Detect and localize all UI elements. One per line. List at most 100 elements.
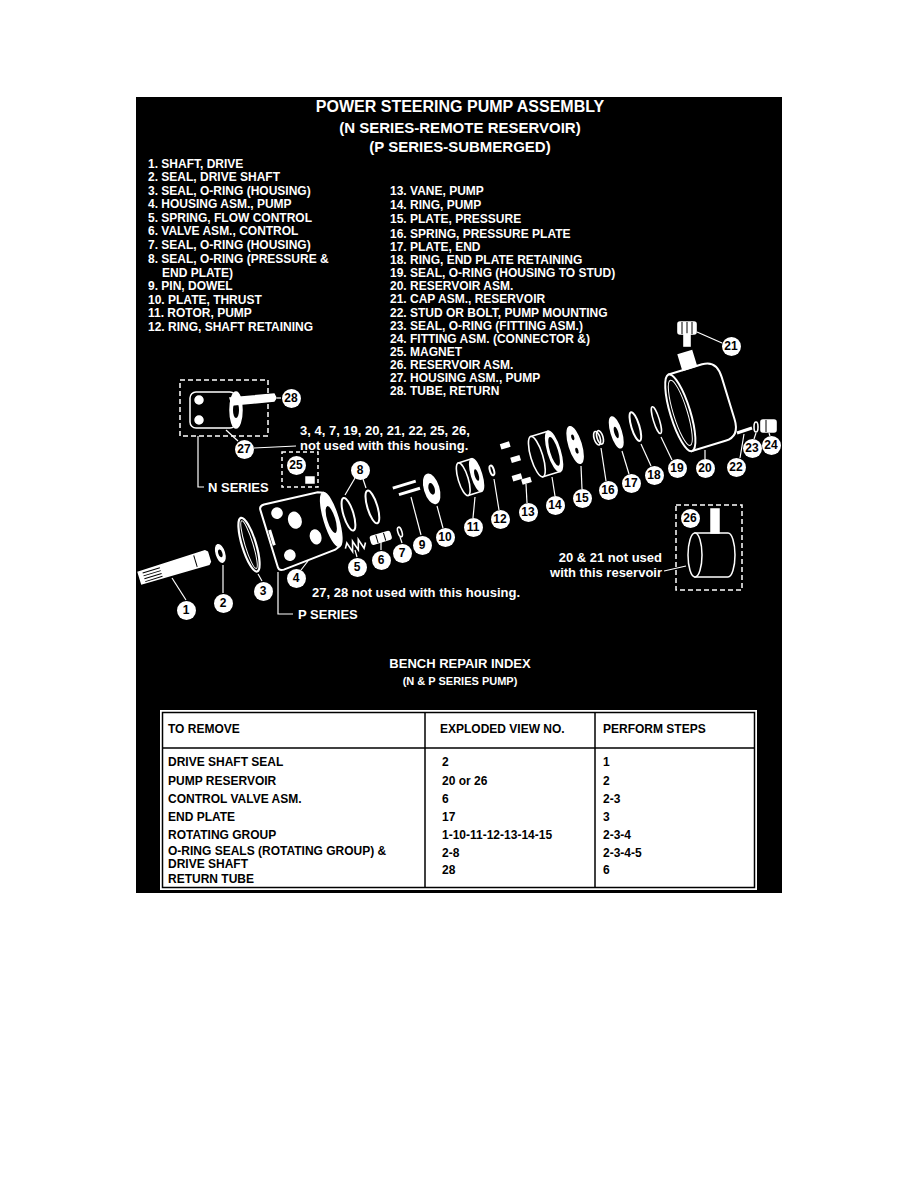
callout-number: 21 [722, 337, 741, 356]
table-grid [162, 747, 755, 749]
leader-lines [494, 479, 499, 510]
leader-lines [222, 565, 223, 593]
table-cell: 20 or 26 [442, 774, 487, 788]
part-list-item: 19. SEAL, O-RING (HOUSING TO STUD) [390, 267, 615, 281]
pump-parts [473, 469, 480, 482]
right-parts [687, 322, 688, 334]
callout-number: 6 [372, 551, 391, 570]
pump-parts [287, 511, 303, 530]
leader-lines [622, 451, 629, 474]
part-list-item: 28. TUBE, RETURN [390, 385, 499, 399]
pump-parts [659, 372, 702, 454]
pump-parts [238, 520, 260, 570]
table-grid [424, 712, 426, 888]
table-cell: TO REMOVE [168, 722, 240, 736]
pump-parts [613, 426, 620, 439]
n-series-inset [230, 394, 276, 405]
note-text: 3, 4, 7, 19, 20, 21, 22, 25, 26, not use… [300, 423, 476, 453]
table-cell: 17 [442, 810, 455, 824]
table-cell: 28 [442, 863, 455, 877]
leader-lines [641, 444, 651, 466]
pump-parts [270, 530, 275, 545]
pump-parts [489, 465, 496, 476]
leader-lines [601, 448, 606, 481]
table-cell: 3 [603, 810, 610, 824]
callout-number: 17 [622, 474, 641, 493]
part-list-item: 27. HOUSING ASM., PUMP [390, 372, 540, 386]
callout-number: 4 [287, 569, 306, 588]
right-parts [678, 322, 696, 334]
part-list-item: 17. PLATE, END [390, 241, 480, 255]
title: POWER STEERING PUMP ASSEMBLY [316, 97, 604, 116]
reservoir-inset [688, 533, 702, 577]
table-cell: 2-3-4 [603, 828, 631, 842]
pump-parts [363, 489, 383, 524]
callout-number: 9 [413, 536, 432, 555]
leader-lines [411, 497, 421, 535]
table-cell: 1 [603, 755, 610, 769]
pump-parts [511, 456, 520, 462]
right-parts [682, 322, 692, 334]
reservoir-inset [676, 505, 742, 590]
pump-parts [376, 535, 378, 543]
callout-number: 15 [573, 489, 592, 508]
leader-lines [277, 397, 281, 398]
callout-number: 27 [235, 440, 254, 459]
leader-lines [526, 484, 527, 503]
part-list-item: 11. ROTOR, PUMP [148, 307, 252, 321]
pump-parts [501, 442, 510, 448]
series-label: 27, 28 not used with this housing. [312, 585, 520, 600]
part-list-item: 21. CAP ASM., RESERVOIR [390, 293, 545, 307]
table-subheading: (N & P SERIES PUMP) [403, 675, 518, 688]
magnet-inset [282, 452, 318, 487]
leader-lines [581, 466, 582, 489]
pump-parts [664, 378, 697, 447]
right-parts [737, 428, 752, 433]
pump-parts [142, 555, 197, 582]
pump-parts [607, 416, 626, 450]
table-cell: 2-8 [442, 846, 459, 860]
leader-lines [258, 574, 262, 581]
callout-number: 10 [436, 528, 455, 547]
n-series-inset [195, 416, 203, 424]
right-parts [684, 334, 690, 346]
pump-parts [284, 549, 296, 561]
pump-parts [145, 576, 162, 581]
callout-number: 11 [464, 518, 483, 537]
callout-number: 22 [727, 458, 746, 477]
leader-lines [664, 566, 686, 571]
part-list-item: 23. SEAL, O-RING (FITTING ASM.) [390, 320, 583, 334]
leader-lines [437, 506, 443, 528]
series-label: N SERIES [208, 480, 269, 495]
table-cell: 6 [603, 863, 610, 877]
part-list-item: 6. VALVE ASM., CONTROL [148, 225, 298, 239]
table-cell: 2 [603, 774, 610, 788]
pump-parts [627, 411, 643, 442]
pump-parts [513, 474, 522, 480]
pump-parts [309, 529, 323, 545]
pump-parts [649, 406, 663, 435]
magnet-inset [306, 477, 314, 483]
part-list-item: 4. HOUSING ASM., PUMP [148, 198, 292, 212]
leader-lines [380, 542, 381, 550]
part-list-item: 15. PLATE, PRESSURE [390, 213, 521, 227]
callout-number: 8 [351, 461, 370, 480]
part-list-item: 22. STUD OR BOLT, PUMP MOUNTING [390, 307, 608, 321]
pump-parts [271, 507, 283, 519]
leader-lines [363, 479, 366, 488]
pump-parts [144, 573, 161, 578]
leader-lines [473, 497, 475, 518]
leader-lines [355, 550, 357, 557]
pump-parts [522, 478, 531, 484]
right-parts [678, 322, 776, 433]
table-grid [163, 713, 755, 888]
magnet-inset [282, 452, 318, 487]
n-series-inset [180, 380, 268, 436]
callout-number: 25 [287, 456, 306, 475]
callout-number: 23 [743, 439, 762, 458]
leader-lines [400, 537, 402, 543]
callout-number: 20 [696, 459, 715, 478]
part-list-item: 2. SEAL, DRIVE SHAFT [148, 171, 280, 185]
n-series-inset [180, 380, 276, 436]
part-list-item: 3. SEAL, O-RING (HOUSING) [148, 185, 311, 199]
